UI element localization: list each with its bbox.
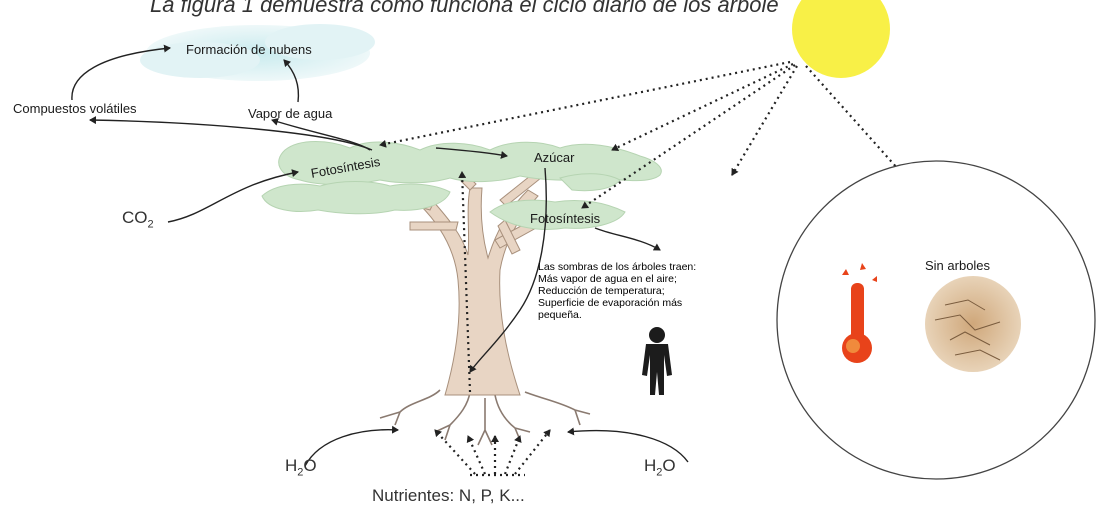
dry-soil-icon — [925, 276, 1021, 372]
co2-text: CO — [122, 208, 148, 227]
label-h2o-left: H2O — [285, 456, 317, 478]
sun-ray-3 — [732, 66, 797, 175]
cycle-arrows — [72, 48, 688, 466]
label-clouds: Formación de nubens — [186, 42, 312, 57]
arrow-shade — [595, 228, 660, 250]
label-co2: CO2 — [122, 208, 154, 230]
sun-ray-2 — [612, 64, 793, 150]
nutrient-1 — [435, 430, 475, 474]
co2-subscript: 2 — [148, 218, 154, 230]
shade-note-line: Las sombras de los árboles traen: — [538, 261, 696, 273]
label-nutrients: Nutrientes: N, P, K... — [372, 486, 525, 506]
sun-ray-1 — [380, 62, 790, 145]
label-sugar: Azúcar — [534, 150, 574, 165]
sun-ray-4 — [582, 65, 795, 208]
h2o-right-o: O — [662, 456, 675, 475]
nutrient-4 — [505, 436, 520, 474]
arrow-h2o-left — [305, 430, 398, 466]
label-without-trees: Sin arboles — [925, 258, 990, 273]
human-silhouette-icon — [642, 327, 672, 395]
h2o-left-h: H — [285, 456, 297, 475]
label-vapor: Vapor de agua — [248, 106, 332, 121]
figure-caption: La figura 1 demuestra cómo funciona el c… — [150, 0, 779, 18]
shade-note: Las sombras de los árboles traen: Más va… — [538, 261, 696, 321]
label-photosynthesis-lower: Fotosíntesis — [530, 211, 600, 226]
label-volatiles: Compuestos volátiles — [13, 101, 137, 116]
shade-note-line: Más vapor de agua en el aire; — [538, 273, 696, 285]
tree-roots — [380, 390, 590, 445]
h2o-left-o: O — [303, 456, 316, 475]
nutrient-5 — [515, 430, 550, 474]
label-h2o-right: H2O — [644, 456, 676, 478]
shade-note-line: Superficie de evaporación más — [538, 297, 696, 309]
h2o-right-h: H — [644, 456, 656, 475]
shade-note-line: Reducción de temperatura; — [538, 285, 696, 297]
shade-note-line: pequeña. — [538, 309, 696, 321]
tree-canopy — [262, 142, 661, 230]
